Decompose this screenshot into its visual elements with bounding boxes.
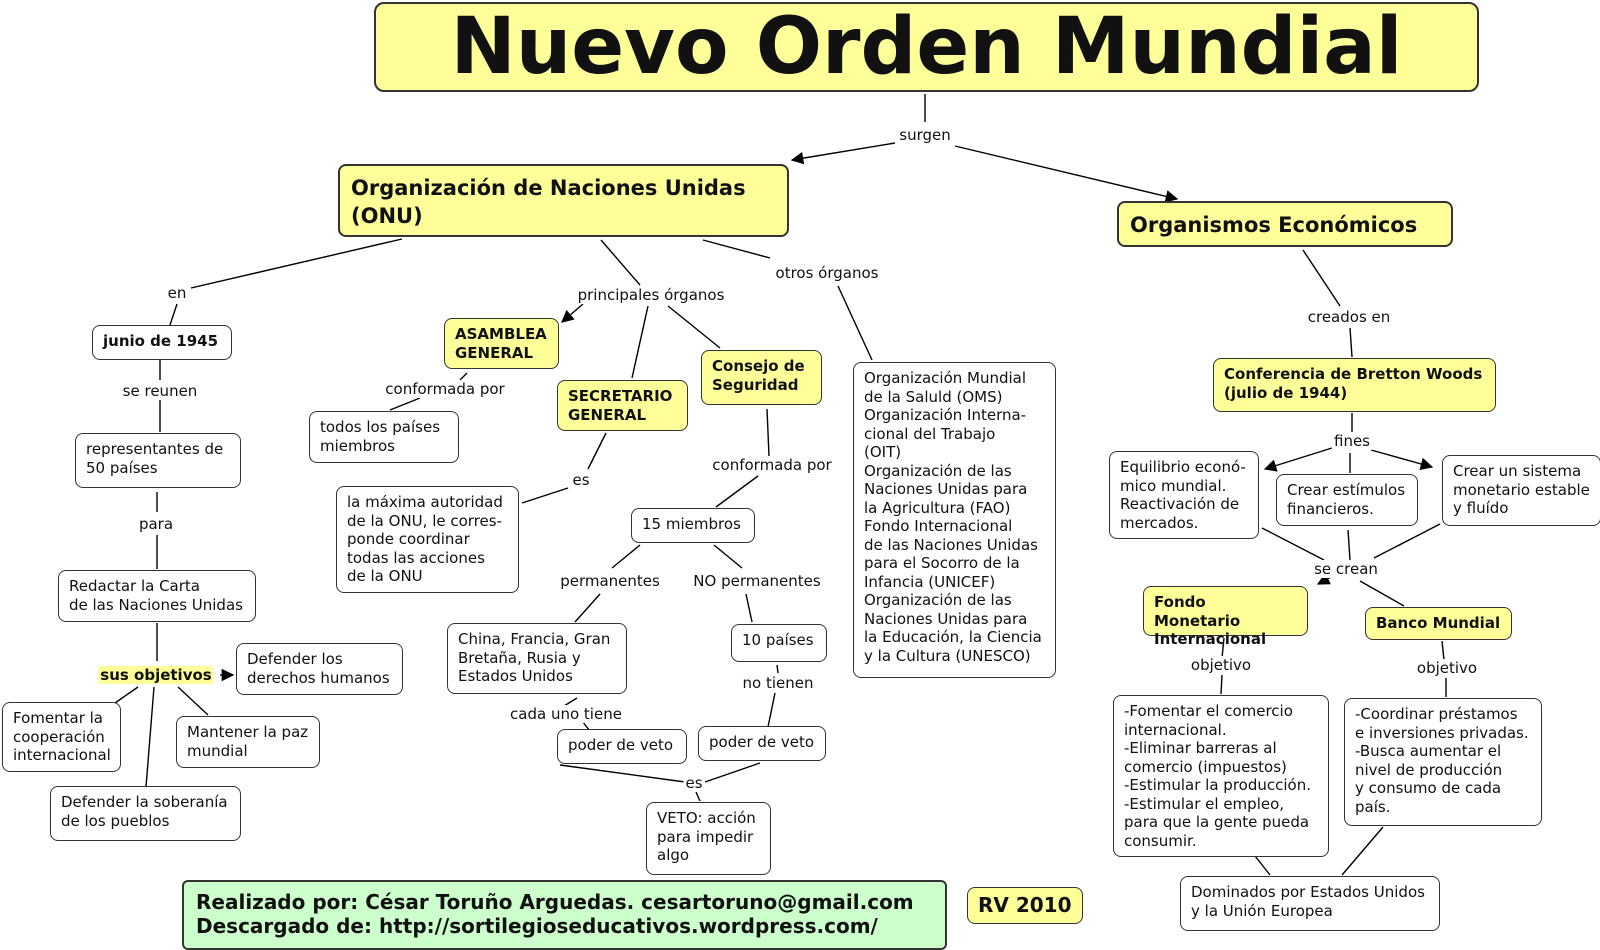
version-badge: RV 2010 xyxy=(967,887,1083,924)
node-permanentes-paises: China, Francia, Gran Bretaña, Rusia y Es… xyxy=(447,623,627,694)
label-otros-organos: otros órganos xyxy=(773,264,881,282)
label-objetivo-banco: objetivo xyxy=(1414,659,1480,677)
label-no-permanentes: NO permanentes xyxy=(691,572,823,590)
node-soberania: Defender la soberanía de los pueblos xyxy=(50,786,241,841)
node-10-paises: 10 países xyxy=(731,624,827,662)
node-veto-definicion: VETO: acción para impedir algo xyxy=(646,802,771,875)
label-es-2: es xyxy=(683,774,705,792)
label-para: para xyxy=(136,515,176,533)
node-secretario-general: SECRETARIO GENERAL xyxy=(557,380,688,431)
node-dominados: Dominados por Estados Unidos y la Unión … xyxy=(1180,876,1440,931)
label-fines: fines xyxy=(1332,432,1372,450)
node-bretton-woods: Conferencia de Bretton Woods (julio de 1… xyxy=(1213,358,1496,412)
label-conformada-por-2: conformada por xyxy=(710,456,834,474)
node-fmi: Fondo Monetario Internacional xyxy=(1143,586,1308,648)
node-organismos-economicos: Organismos Económicos xyxy=(1117,201,1453,247)
node-junio-1945: junio de 1945 xyxy=(92,325,232,360)
node-15-miembros: 15 miembros xyxy=(631,508,755,543)
node-poder-veto-2: poder de veto xyxy=(698,726,826,761)
node-todos-paises: todos los países miembros xyxy=(309,411,459,463)
credits-footer: Realizado por: César Toruño Arguedas. ce… xyxy=(182,880,947,950)
label-conformada-por-1: conformada por xyxy=(383,380,507,398)
node-asamblea-general: ASAMBLEA GENERAL xyxy=(444,318,559,369)
node-derechos-humanos: Defender los derechos humanos xyxy=(236,643,403,695)
label-en: en xyxy=(165,284,189,302)
label-se-reunen: se reunen xyxy=(120,382,200,400)
node-banco-mundial: Banco Mundial xyxy=(1365,607,1512,640)
label-no-tienen: no tienen xyxy=(740,674,816,692)
node-otros-organos: Organización Mundial de la Saluld (OMS) … xyxy=(853,362,1056,678)
map-title: Nuevo Orden Mundial xyxy=(374,2,1479,92)
node-onu: Organización de Naciones Unidas (ONU) xyxy=(338,164,789,237)
node-consejo-seguridad: Consejo de Seguridad xyxy=(701,350,822,405)
label-se-crean: se crean xyxy=(1312,560,1380,578)
node-equilibrio: Equilibrio econó- mico mundial. Reactiva… xyxy=(1109,451,1259,539)
node-banco-objetivos: -Coordinar préstamos e inversiones priva… xyxy=(1344,698,1542,826)
node-sistema-monetario: Crear un sistema monetario estable y flu… xyxy=(1442,455,1600,526)
node-redactar-carta: Redactar la Carta de las Naciones Unidas xyxy=(58,570,256,622)
label-objetivo-fmi: objetivo xyxy=(1188,656,1254,674)
node-mantener-paz: Mantener la paz mundial xyxy=(176,716,320,768)
node-poder-veto-1: poder de veto xyxy=(557,729,687,764)
node-fmi-objetivos: -Fomentar el comercio internacional. -El… xyxy=(1113,695,1329,857)
label-permanentes: permanentes xyxy=(558,572,662,590)
node-representantes: representantes de 50 países xyxy=(75,433,241,488)
label-creados-en: creados en xyxy=(1305,308,1393,326)
label-es-1: es xyxy=(570,471,592,489)
label-principales-organos: principales órganos xyxy=(575,286,727,304)
node-fomentar-cooperacion: Fomentar la cooperación internacional xyxy=(2,702,121,772)
node-maxima-autoridad: la máxima autoridad de la ONU, le corres… xyxy=(336,486,519,593)
label-sus-objetivos: sus objetivos xyxy=(98,666,214,684)
label-surgen: surgen xyxy=(897,126,953,144)
node-estimulos: Crear estímulos financieros. xyxy=(1276,474,1418,526)
label-cada-uno-tiene: cada uno tiene xyxy=(508,705,624,723)
